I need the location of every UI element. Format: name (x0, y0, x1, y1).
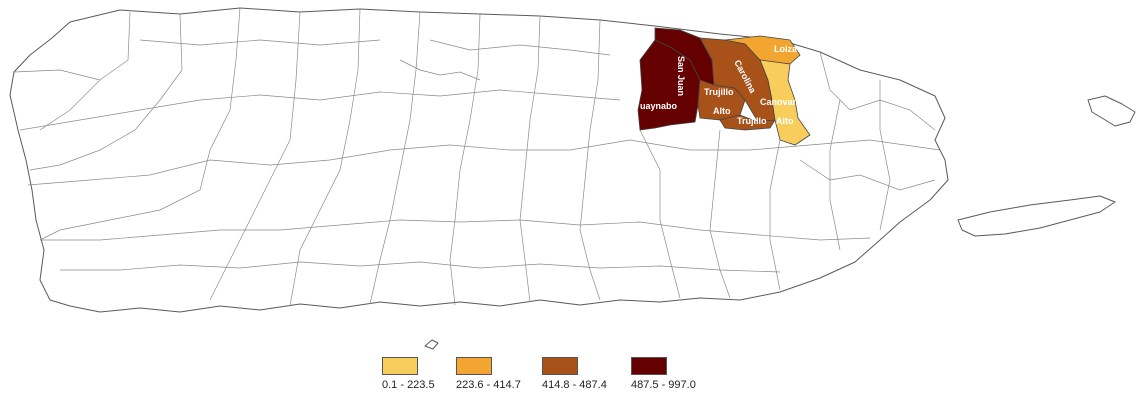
legend-label-1: 0.1 - 223.5 (382, 379, 435, 391)
legend-swatch-3 (542, 357, 578, 375)
culebra-island (1087, 95, 1136, 127)
label-alto-1: Alto (713, 106, 731, 116)
map-legend: 0.1 - 223.5 223.6 - 414.7 414.8 - 487.4 … (378, 357, 738, 397)
legend-swatch-2 (456, 357, 492, 375)
vieques-island (957, 195, 1116, 237)
label-loiza: Loiza (774, 44, 798, 54)
legend-swatch-4 (631, 357, 667, 375)
legend-label-2: 223.6 - 414.7 (456, 379, 521, 391)
label-canovan: Canovan (760, 97, 798, 107)
legend-label-4: 487.5 - 997.0 (631, 379, 696, 391)
label-san-juan: San Juan (676, 56, 686, 96)
label-trujillo-2: Trujillo (737, 116, 767, 126)
main-island-outline (9, 7, 949, 313)
label-guaynabo: uaynabo (640, 101, 678, 111)
legend-swatch-1 (382, 357, 418, 375)
label-trujillo: Trujillo (704, 87, 734, 97)
small-island (424, 339, 439, 350)
region-trujillo-alto (719, 114, 776, 131)
municipality-boundaries (13, 7, 941, 307)
region-canovanas (759, 59, 811, 146)
label-alto-2: Alto (776, 116, 794, 126)
legend-label-3: 414.8 - 487.4 (542, 379, 607, 391)
